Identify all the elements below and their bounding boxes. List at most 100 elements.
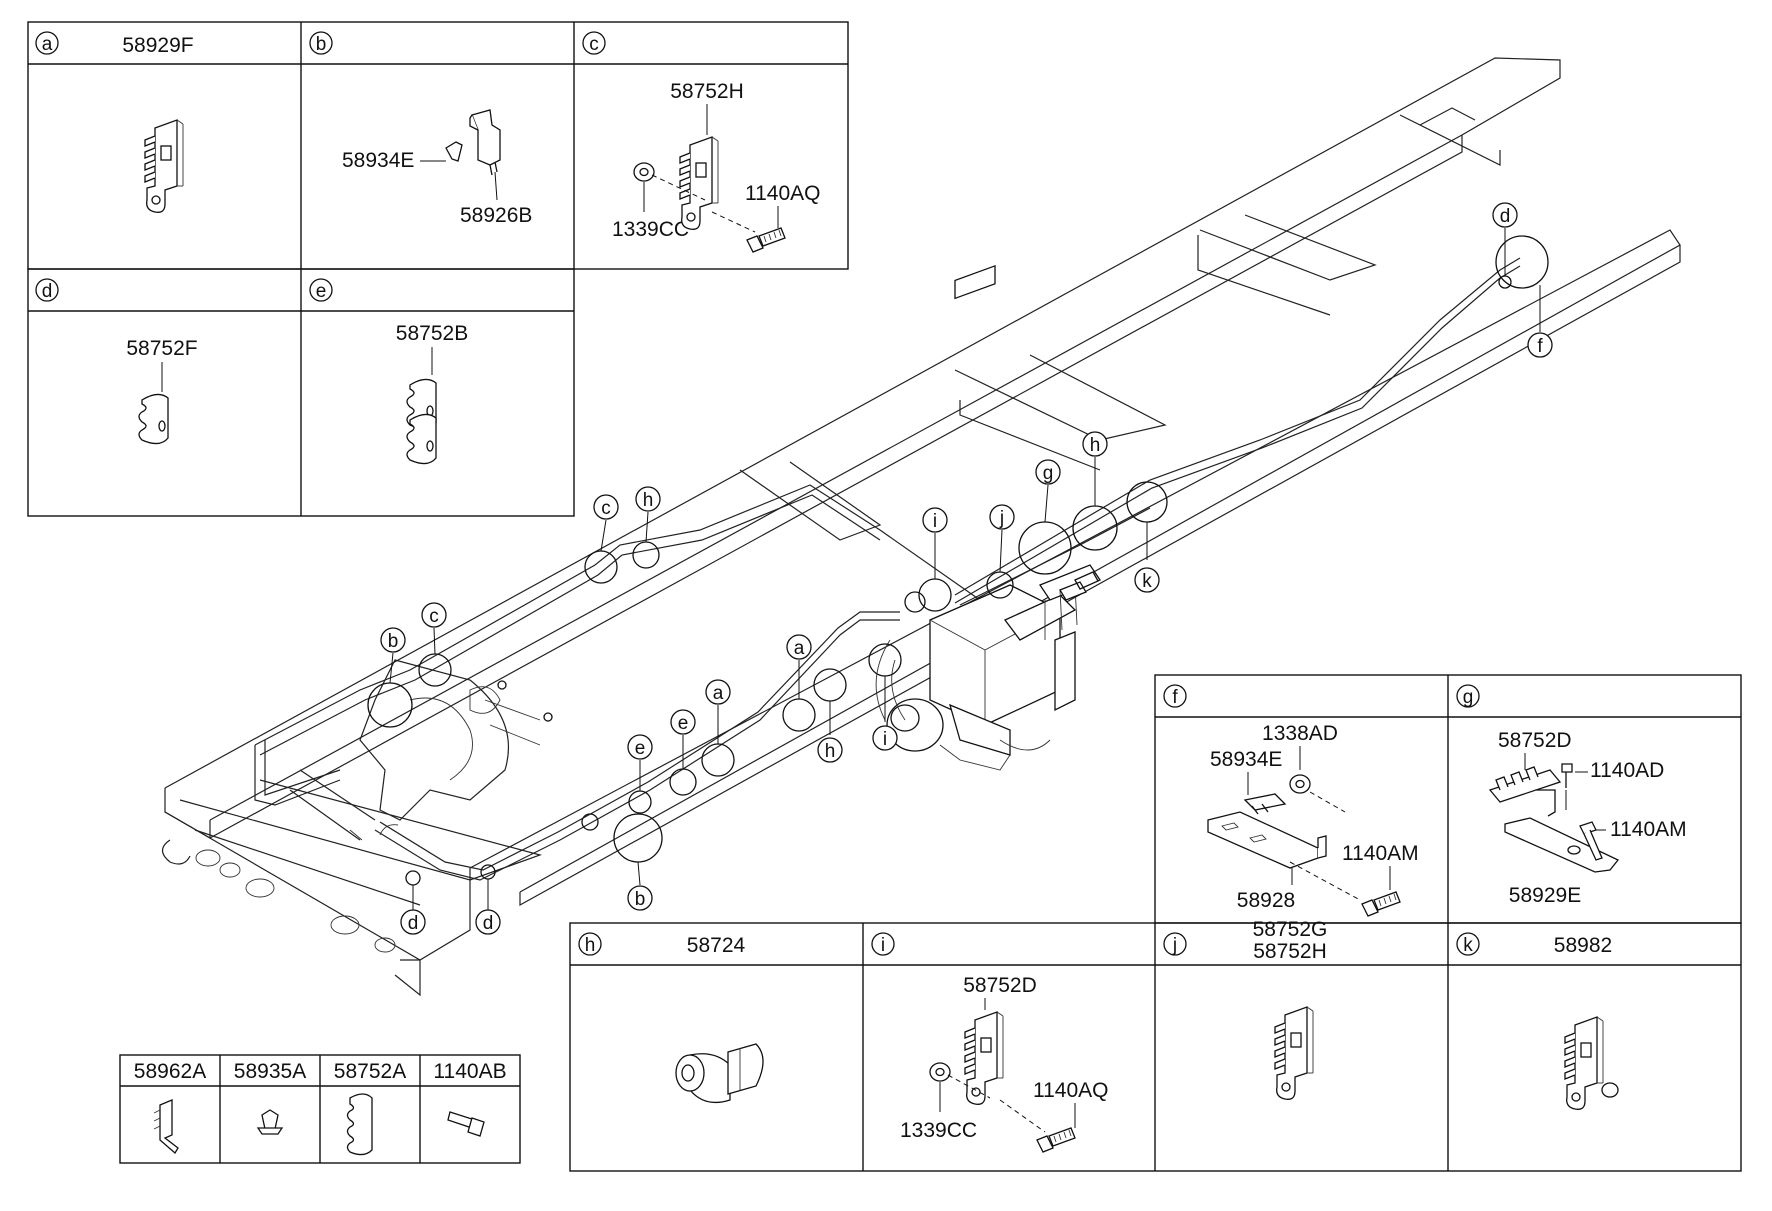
panel-i-part-1: 58752D xyxy=(963,974,1037,997)
bolt-icon xyxy=(1361,891,1401,917)
panel-g-letter: g xyxy=(1463,687,1474,708)
nut-icon xyxy=(929,1062,951,1082)
panel-b: b 58934E 58926B xyxy=(309,31,532,227)
legend-clip-icon xyxy=(153,1099,179,1154)
bolt-icon xyxy=(1036,1127,1076,1153)
bolt-icon xyxy=(746,227,786,253)
route-callout-k1: k xyxy=(1134,567,1160,593)
route-callout-letter: c xyxy=(429,606,439,627)
panel-a-part-1: 58929F xyxy=(122,34,193,57)
panel-k-letter: k xyxy=(1463,935,1473,956)
route-callout-a2: a xyxy=(705,679,731,705)
brake-lines xyxy=(254,257,1521,881)
route-callout-h1: h xyxy=(635,486,661,512)
legend-header-3: 58752A xyxy=(334,1060,406,1083)
route-callout-c2: c xyxy=(421,602,447,628)
route-callout-letter: h xyxy=(643,490,654,511)
panel-c-letter: c xyxy=(589,34,599,55)
legend-header-2: 58935A xyxy=(234,1060,306,1083)
panel-d-letter: d xyxy=(42,281,53,302)
bracket-icon xyxy=(445,109,501,176)
clip-icon xyxy=(1274,1006,1314,1100)
route-callout-letter: e xyxy=(635,738,646,759)
p-clip-icon xyxy=(138,393,169,445)
panel-d-part-1: 58752F xyxy=(126,337,197,360)
legend-push-clip-icon xyxy=(256,1109,284,1135)
panel-d: d 58752F xyxy=(35,278,198,445)
route-callout-letter: k xyxy=(1142,571,1152,592)
panel-c: c 58752H 1339CC 1140AQ xyxy=(582,31,821,253)
panel-j: j 58752G 58752H xyxy=(1163,918,1327,1100)
panel-f-part-3: 1140AM xyxy=(1342,842,1419,865)
clip-icon xyxy=(144,119,184,213)
route-callout-letter: f xyxy=(1537,336,1543,357)
panel-f-part-2: 58934E xyxy=(1210,748,1282,771)
legend-bolt-icon xyxy=(447,1111,485,1137)
route-callout-d3: d xyxy=(400,909,426,935)
route-callout-g1: g xyxy=(1035,459,1061,485)
route-callout-letter: i xyxy=(883,729,887,750)
nut-icon xyxy=(1289,774,1311,794)
panel-b-part-2: 58926B xyxy=(460,204,532,227)
route-callout-h3: h xyxy=(817,737,843,763)
clip-icon xyxy=(679,136,719,230)
panel-g-part-3: 1140AM xyxy=(1610,818,1687,841)
panel-g-part-1: 58752D xyxy=(1498,729,1572,752)
route-callout-j1: j xyxy=(989,504,1015,530)
panel-e: e 58752B xyxy=(309,278,468,465)
route-callout-c1: c xyxy=(593,494,619,520)
panel-b-part-1: 58934E xyxy=(342,149,414,172)
fitting-icon xyxy=(675,1043,764,1104)
panel-h: h 58724 xyxy=(578,932,764,1104)
panel-a: a 58929F xyxy=(35,31,194,213)
route-callout-letter: a xyxy=(794,638,805,659)
panel-i-part-2: 1339CC xyxy=(900,1119,977,1142)
route-callout-letter: c xyxy=(601,498,611,519)
legend-header-1: 58962A xyxy=(134,1060,206,1083)
route-callout-letter: i xyxy=(933,511,937,532)
route-callout-a1: a xyxy=(786,634,812,660)
route-callout-letter: b xyxy=(388,631,399,652)
panel-c-part-1: 58752H xyxy=(670,80,744,103)
route-callout-letter: j xyxy=(999,508,1004,529)
route-callout-b2: b xyxy=(627,885,653,911)
chassis-frame xyxy=(161,57,1681,997)
panel-grid-right xyxy=(569,674,1742,1172)
panel-i: i 58752D 1339CC 1140AQ xyxy=(871,932,1109,1153)
panel-k: k 58982 xyxy=(1456,932,1619,1110)
route-callout-letter: h xyxy=(1090,435,1101,456)
panel-f-part-1: 1338AD xyxy=(1262,722,1338,745)
nut-icon xyxy=(633,162,655,182)
clip-icon xyxy=(1564,1016,1604,1110)
route-callout-letter: g xyxy=(1043,463,1054,484)
panel-f-letter: f xyxy=(1172,687,1178,708)
route-callout-letter: h xyxy=(825,741,836,762)
panel-c-part-3: 1140AQ xyxy=(745,182,821,205)
route-callout-letter: d xyxy=(1500,206,1511,227)
abs-modulator-unit xyxy=(875,264,1101,771)
route-callout-letter: a xyxy=(713,683,724,704)
route-callout-letter: b xyxy=(635,889,646,910)
route-callout-letter: d xyxy=(408,913,419,934)
route-callout-letter: e xyxy=(678,713,689,734)
panel-f: f 1338AD 58934E 1140AM 58928 xyxy=(1163,684,1419,917)
legend-table: 58962A 58935A 58752A 1140AB xyxy=(119,1054,521,1164)
route-callouts xyxy=(367,228,1549,910)
panel-j-part-2: 58752H xyxy=(1253,940,1327,963)
panel-g: g 58752D 1140AD 1140AM 58929E xyxy=(1456,684,1687,907)
panel-h-letter: h xyxy=(585,935,596,956)
panel-g-part-2: 1140AD xyxy=(1590,759,1664,782)
route-callout-d1: d xyxy=(1492,202,1518,228)
panel-j-letter: j xyxy=(1172,935,1177,956)
route-callout-i1: i xyxy=(922,507,948,533)
panel-c-part-2: 1339CC xyxy=(612,218,689,241)
panel-e-part-1: 58752B xyxy=(396,322,468,345)
route-callout-f1: f xyxy=(1527,332,1553,358)
legend-header-4: 1140AB xyxy=(433,1060,506,1083)
route-callout-b1: b xyxy=(380,627,406,653)
legend-multi-p-clip-icon xyxy=(346,1093,373,1156)
panel-grid-top-left xyxy=(27,21,849,517)
panel-h-part-1: 58724 xyxy=(687,934,746,957)
route-callout-e1: e xyxy=(670,709,696,735)
